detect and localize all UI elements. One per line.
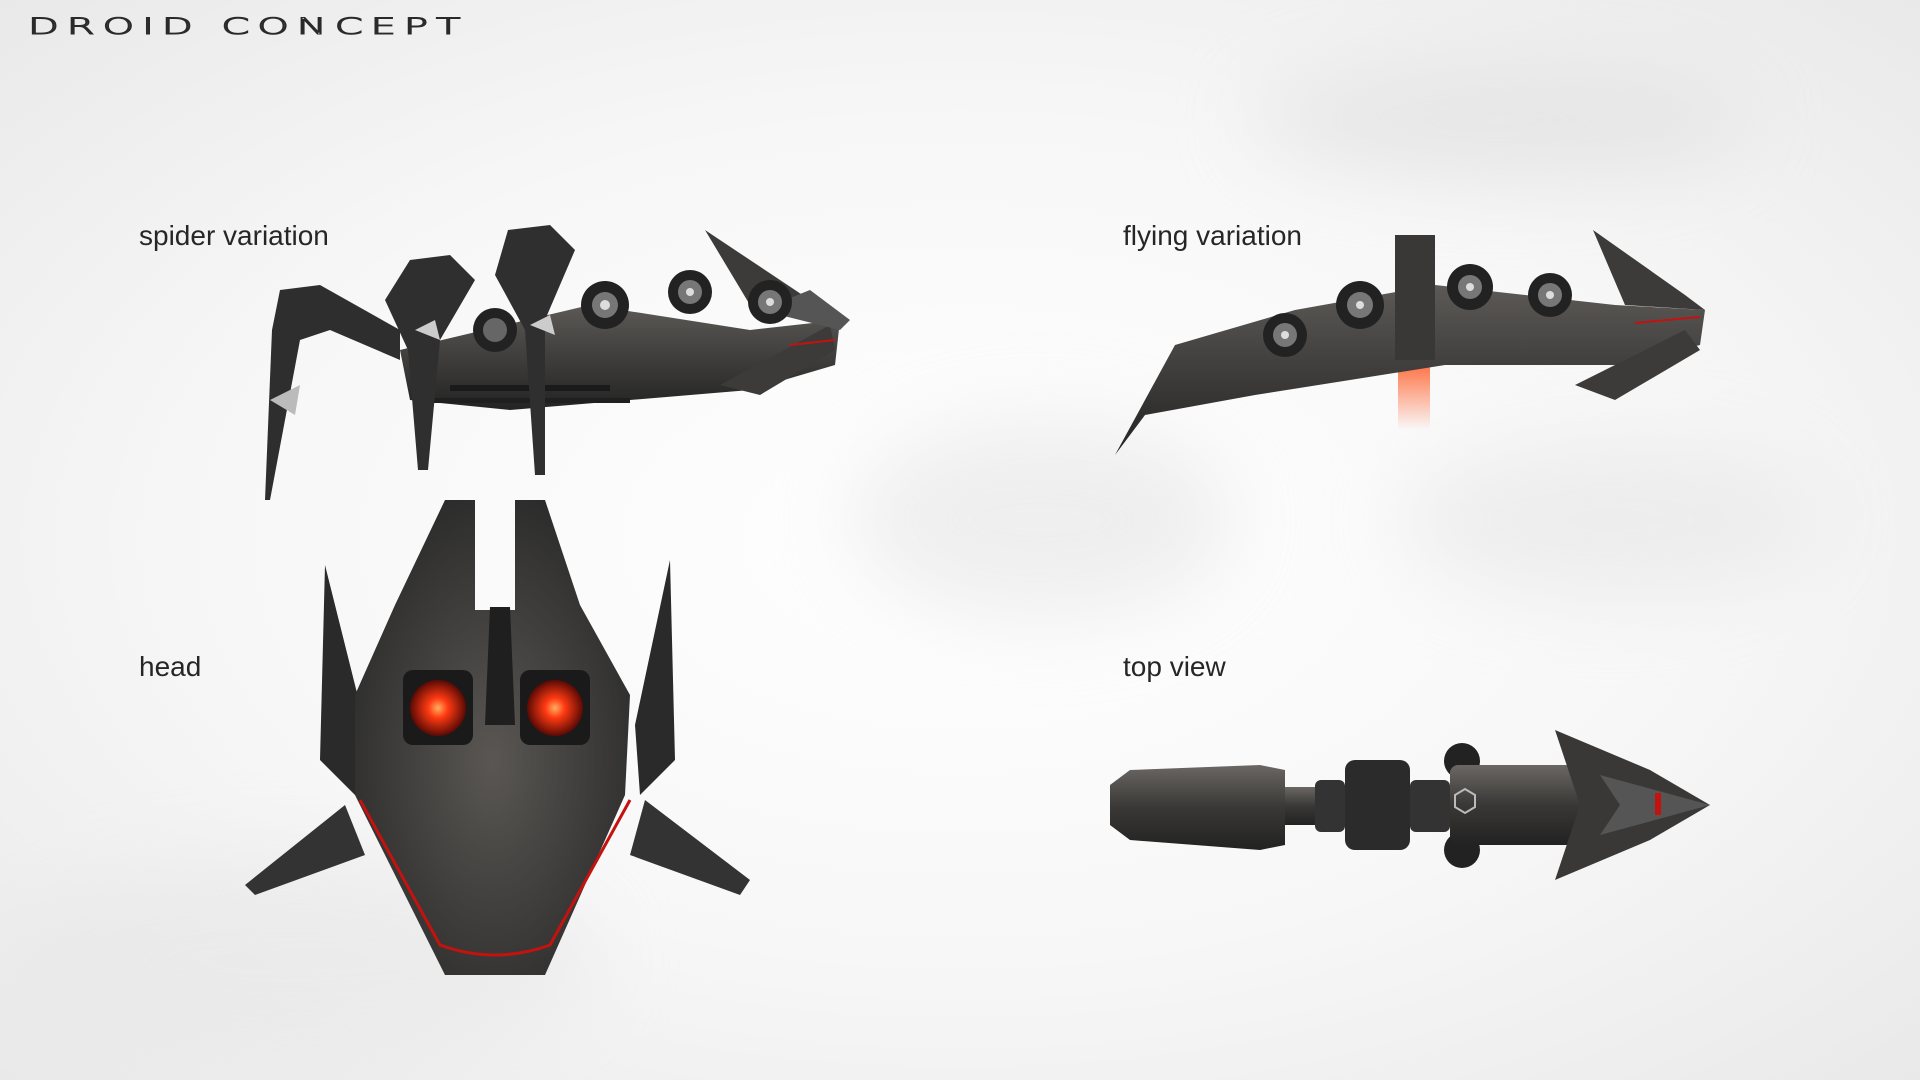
caption-top-view: top view bbox=[1123, 651, 1226, 682]
page-title: DROID CONCEPT bbox=[27, 13, 469, 40]
spider-variation-render bbox=[265, 225, 850, 500]
caption-head: head bbox=[139, 651, 202, 682]
head-render bbox=[245, 500, 750, 975]
flying-variation-render bbox=[1115, 230, 1705, 455]
caption-flying-variation: flying variation bbox=[1123, 220, 1302, 251]
caption-spider-variation: spider variation bbox=[139, 220, 329, 251]
top-view-render bbox=[1110, 730, 1710, 880]
